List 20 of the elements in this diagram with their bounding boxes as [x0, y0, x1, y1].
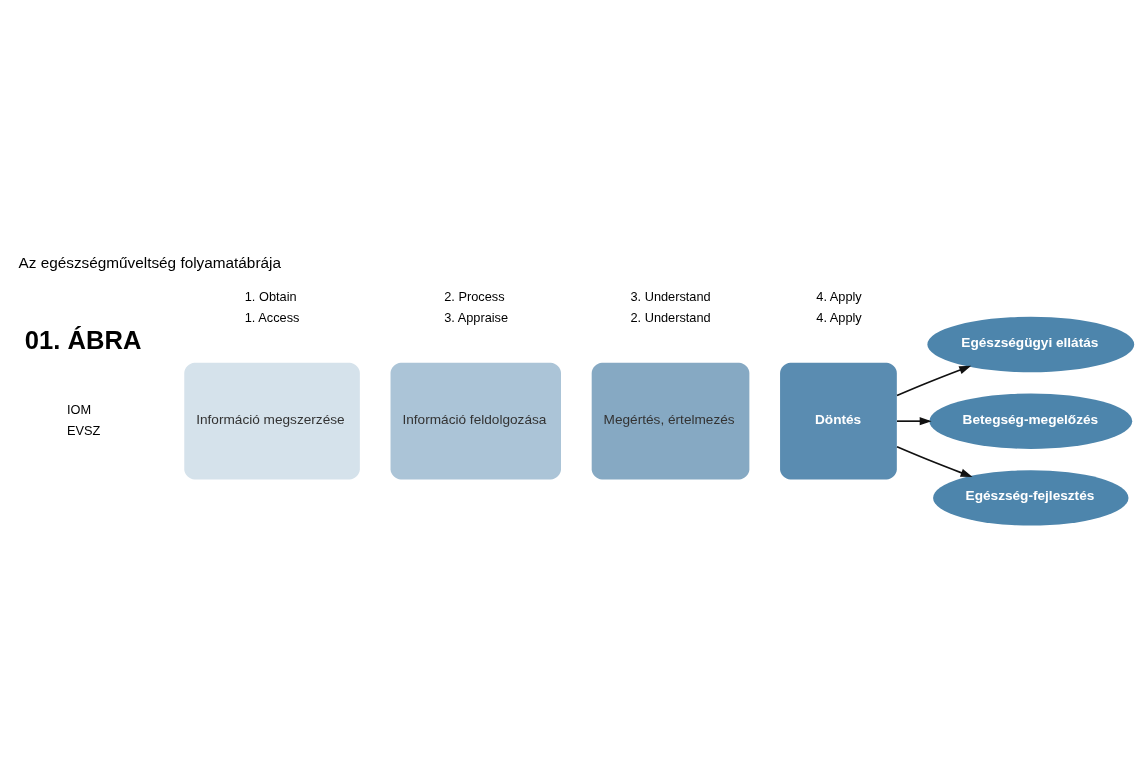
label: 1. Access — [244, 310, 300, 326]
label: 3. Understand — [630, 288, 711, 304]
node-box: Információ megszerzése — [184, 362, 360, 480]
label: 4. Apply — [816, 310, 862, 326]
node-ellipse: Betegség-megelőzés — [929, 393, 1133, 449]
arrow — [896, 445, 973, 477]
label: 1. Obtain — [244, 288, 297, 304]
arrow — [896, 417, 932, 426]
node-box: Információ feldolgozása — [390, 362, 561, 480]
label: 4. Apply — [816, 288, 862, 304]
label: IOM — [67, 401, 92, 417]
arrow — [896, 365, 972, 397]
label: 3. Appraise — [444, 310, 509, 326]
node-box: Megértés, értelmezés — [591, 362, 750, 480]
label: EVSZ — [67, 422, 101, 438]
label: 2. Understand — [630, 310, 711, 326]
diagram-title: Az egészségműveltség folyamatábrája — [18, 254, 281, 272]
label: 01. ÁBRA — [24, 326, 142, 355]
label: 2. Process — [444, 288, 505, 304]
node-box: Döntés — [780, 362, 897, 480]
